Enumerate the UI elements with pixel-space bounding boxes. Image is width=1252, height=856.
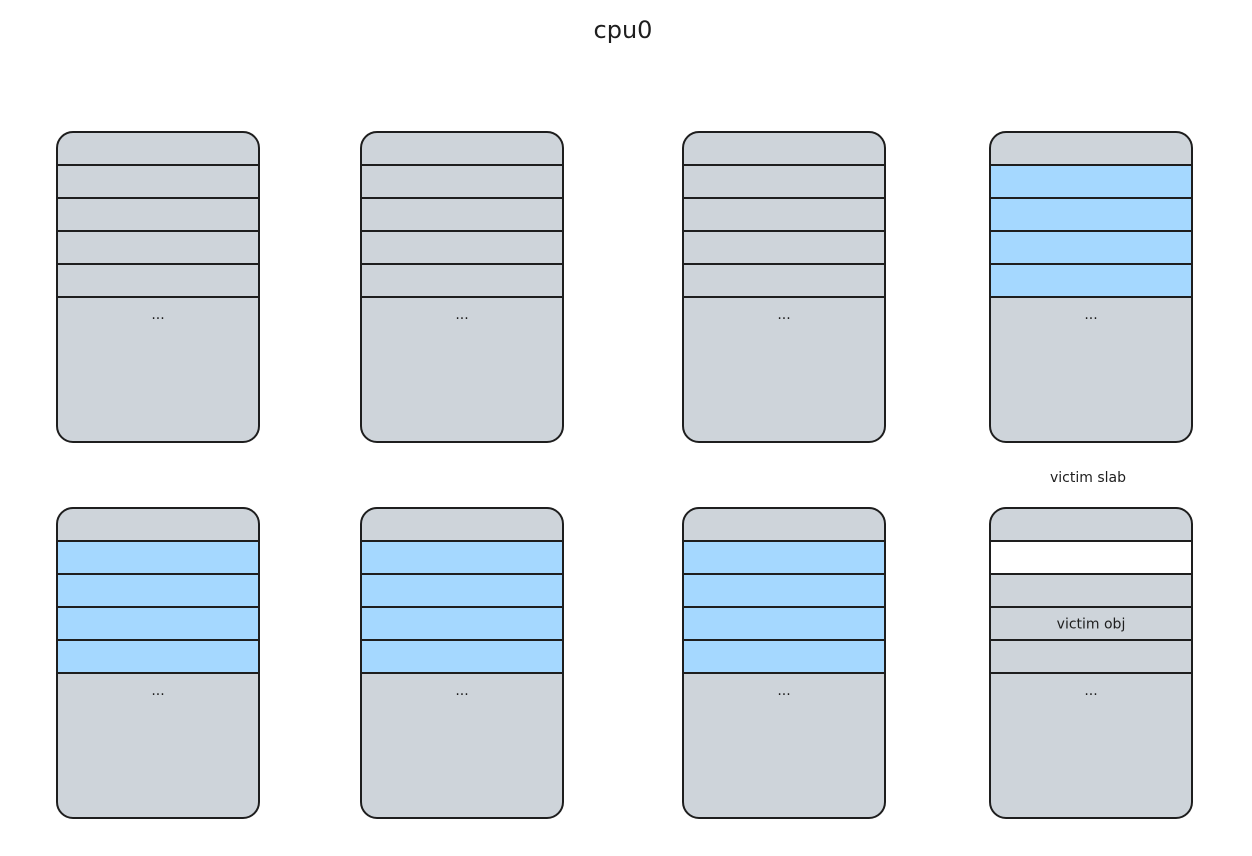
object-slot-blue (360, 573, 564, 608)
victim-obj-label: victim obj (1057, 617, 1126, 633)
object-slot-blue (56, 639, 260, 674)
diagram-title: cpu0 (594, 16, 653, 44)
object-slot-blue (360, 606, 564, 641)
slab-ellipsis: ... (455, 683, 468, 699)
slab-ellipsis: ... (1084, 307, 1097, 323)
slab: ... (360, 507, 564, 819)
object-slot-blue (989, 263, 1193, 298)
object-slot-gray (989, 573, 1193, 608)
object-slot-blue (56, 573, 260, 608)
object-slot-blue (682, 639, 886, 674)
victim-slab: victim obj... (989, 507, 1193, 819)
object-slot-blue (56, 540, 260, 575)
object-slot-blue (360, 540, 564, 575)
object-slot-gray (682, 197, 886, 232)
object-slot-gray (56, 263, 260, 298)
object-slot-gray (56, 230, 260, 265)
object-slot-blue (682, 540, 886, 575)
slab-ellipsis: ... (777, 307, 790, 323)
victim-object-slot (989, 606, 1193, 641)
object-slot-blue (360, 639, 564, 674)
object-slot-gray (682, 263, 886, 298)
object-slot-gray (56, 197, 260, 232)
slab: ... (360, 131, 564, 443)
slab-ellipsis: ... (455, 307, 468, 323)
object-slot-gray (360, 197, 564, 232)
slab: ... (989, 131, 1193, 443)
object-slot-blue (989, 164, 1193, 199)
slab-ellipsis: ... (151, 307, 164, 323)
slabs-group: .....................victim obj... (56, 131, 1193, 819)
object-slot-blue (682, 606, 886, 641)
slab-ellipsis: ... (1084, 683, 1097, 699)
object-slot-gray (360, 164, 564, 199)
object-slot-gray (56, 164, 260, 199)
slab-ellipsis: ... (777, 683, 790, 699)
slab-ellipsis: ... (151, 683, 164, 699)
object-slot-gray (989, 639, 1193, 674)
slab: ... (682, 131, 886, 443)
object-slot-gray (682, 164, 886, 199)
victim-slab-label: victim slab (1050, 470, 1126, 486)
object-slot-blue (989, 230, 1193, 265)
slab: ... (56, 507, 260, 819)
slab: ... (682, 507, 886, 819)
object-slot-blue (682, 573, 886, 608)
object-slot-gray (360, 230, 564, 265)
object-slot-gray (682, 230, 886, 265)
object-slot-blue (56, 606, 260, 641)
slab: ... (56, 131, 260, 443)
object-slot-white (989, 540, 1193, 575)
object-slot-gray (360, 263, 564, 298)
object-slot-blue (989, 197, 1193, 232)
